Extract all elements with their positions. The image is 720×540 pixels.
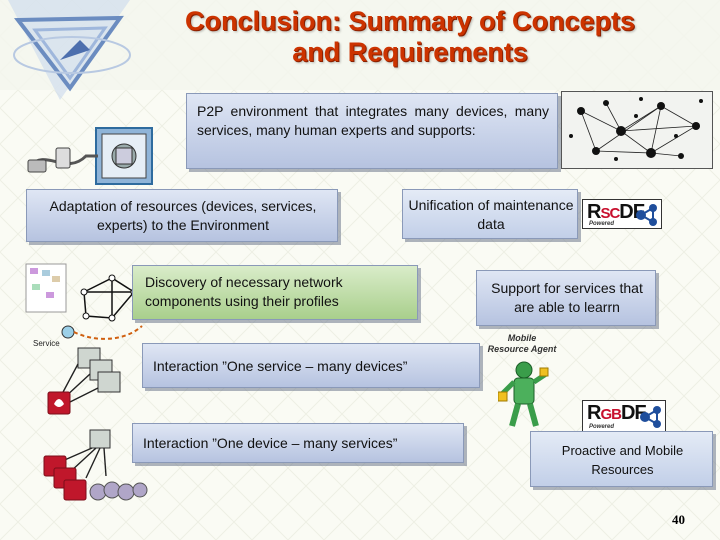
unification-text: Unification of maintenance data <box>408 197 574 232</box>
rgbdf-end: DF <box>620 402 647 424</box>
service-label: Service <box>33 339 60 348</box>
services-group-icon <box>43 429 148 501</box>
one-service-box: Interaction ”One service – many devices” <box>142 343 480 388</box>
corner-logo-icon <box>8 0 131 100</box>
discovery-text: Discovery of necessary network component… <box>145 274 343 309</box>
discovery-box: Discovery of necessary network component… <box>132 265 418 320</box>
title-line-2: and Requirements <box>292 37 528 67</box>
learn-box: Support for services that are able to le… <box>476 270 656 326</box>
rgbdf-r: R <box>587 402 601 424</box>
rscdf-powered: Powered <box>589 221 615 227</box>
one-device-text: Interaction ”One device – many services” <box>143 435 398 451</box>
p2p-text: P2P environment that integrates many dev… <box>197 103 549 138</box>
one-device-box: Interaction ”One device – many services” <box>132 423 464 463</box>
rgbdf-powered: Powered <box>589 424 615 430</box>
one-service-text: Interaction ”One service – many devices” <box>153 358 408 374</box>
slide-title: Conclusion: Summary of Concepts and Requ… <box>120 6 700 68</box>
rgbdf-logo: RGBDF Powered <box>582 400 666 432</box>
adaptation-text: Adaptation of resources (devices, servic… <box>49 198 317 233</box>
device-plug-icon <box>27 127 153 185</box>
network-graph-icon <box>561 91 713 169</box>
rgbdf-mid: GB <box>600 406 621 423</box>
title-line-1: Conclusion: Summary of Concepts <box>184 6 636 36</box>
proactive-text: Proactive and Mobile Resources <box>561 443 684 477</box>
discovery-diagram <box>25 263 143 340</box>
mobile-agent-robot-icon <box>498 361 549 427</box>
devices-group-icon <box>47 347 121 415</box>
rscdf-logo: RSCDF Powered <box>582 199 662 229</box>
rscdf-mid: SC <box>600 205 620 222</box>
p2p-environment-box: P2P environment that integrates many dev… <box>186 93 558 169</box>
unification-box: Unification of maintenance data <box>402 189 578 239</box>
rdf-molecule-icon <box>636 204 657 226</box>
adaptation-box: Adaptation of resources (devices, servic… <box>26 189 338 242</box>
rscdf-r: R <box>587 201 601 223</box>
rscdf-logo-text: RSCDF <box>587 201 645 224</box>
proactive-box: Proactive and Mobile Resources <box>530 431 713 487</box>
rgbdf-logo-text: RGBDF <box>587 402 647 425</box>
rdf-molecule-icon <box>640 406 661 428</box>
page-number: 40 <box>672 512 685 527</box>
learn-text: Support for services that are able to le… <box>491 280 643 315</box>
mobile-agent-label: Mobile Resource Agent <box>487 333 557 354</box>
